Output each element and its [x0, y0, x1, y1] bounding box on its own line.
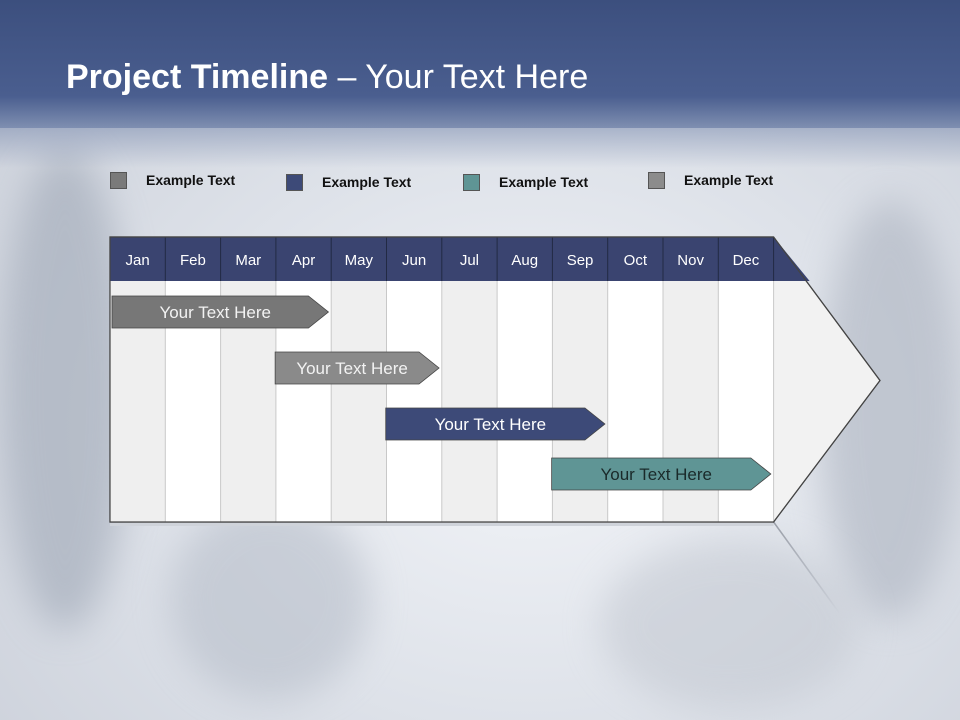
- task-arrow-shape: [274, 351, 440, 385]
- month-label-mar: Mar: [235, 252, 261, 269]
- legend-item-2: Example Text: [286, 172, 411, 192]
- month-header-bar: [110, 237, 810, 281]
- month-column: [331, 281, 387, 522]
- month-label-dec: Dec: [733, 252, 760, 269]
- background-figure: [600, 540, 860, 710]
- month-label-jul: Jul: [460, 252, 479, 269]
- title-header-band: [0, 0, 960, 128]
- legend-swatch: [110, 171, 127, 189]
- task-label: Your Text Here: [435, 415, 547, 434]
- legend-item-4: Example Text: [648, 170, 773, 190]
- title-subtitle-part: – Your Text Here: [328, 58, 589, 96]
- legend-swatch: [648, 171, 665, 189]
- task-label: Your Text Here: [600, 465, 712, 484]
- legend-label: Example Text: [684, 172, 774, 188]
- task-label: Your Text Here: [159, 303, 271, 322]
- reflection-edge: [110, 523, 774, 526]
- task-arrow-shape: [111, 295, 330, 329]
- timeline-outline: [109, 236, 881, 523]
- month-label-jan: Jan: [126, 252, 150, 269]
- title-bold-part: Project Timeline: [66, 58, 329, 96]
- legend-item-3: Example Text: [463, 172, 588, 192]
- month-label-apr: Apr: [292, 252, 315, 269]
- background-figure: [170, 500, 370, 700]
- task-arrow-shape: [385, 407, 606, 441]
- month-label-jun: Jun: [402, 252, 426, 269]
- month-label-feb: Feb: [180, 252, 206, 269]
- month-column: [497, 281, 553, 522]
- legend-swatch: [286, 173, 303, 191]
- month-label-oct: Oct: [624, 252, 648, 269]
- task-label: Your Text Here: [296, 359, 408, 378]
- slide-title: Project Timeline – Your Text Here: [66, 58, 588, 97]
- legend-item-1: Example Text: [110, 170, 235, 190]
- task-arrow-shape: [551, 457, 772, 491]
- legend-label: Example Text: [322, 174, 412, 190]
- reflection-line: [772, 521, 841, 615]
- timeline-layer: Jan Feb Mar Apr May Jun Jul Aug Sep Oct Nov DecYour…: [109, 236, 881, 615]
- month-column: [441, 281, 498, 522]
- legend-label: Example Text: [146, 172, 236, 188]
- task-arrow-3: Your Text Here: [385, 407, 606, 441]
- month-label-may: May: [345, 252, 374, 269]
- task-arrow-4: Your Text Here: [551, 457, 772, 491]
- task-arrow-1: Your Text Here: [111, 295, 330, 329]
- header-fade: [0, 128, 960, 168]
- task-arrow-2: Your Text Here: [274, 351, 440, 385]
- month-label-nov: Nov: [677, 252, 704, 269]
- month-column: [386, 281, 442, 522]
- background-figure: [0, 150, 130, 630]
- legend-label: Example Text: [499, 174, 589, 190]
- legend-swatch: [463, 173, 480, 191]
- month-label-sep: Sep: [567, 252, 594, 269]
- month-label-aug: Aug: [511, 252, 538, 269]
